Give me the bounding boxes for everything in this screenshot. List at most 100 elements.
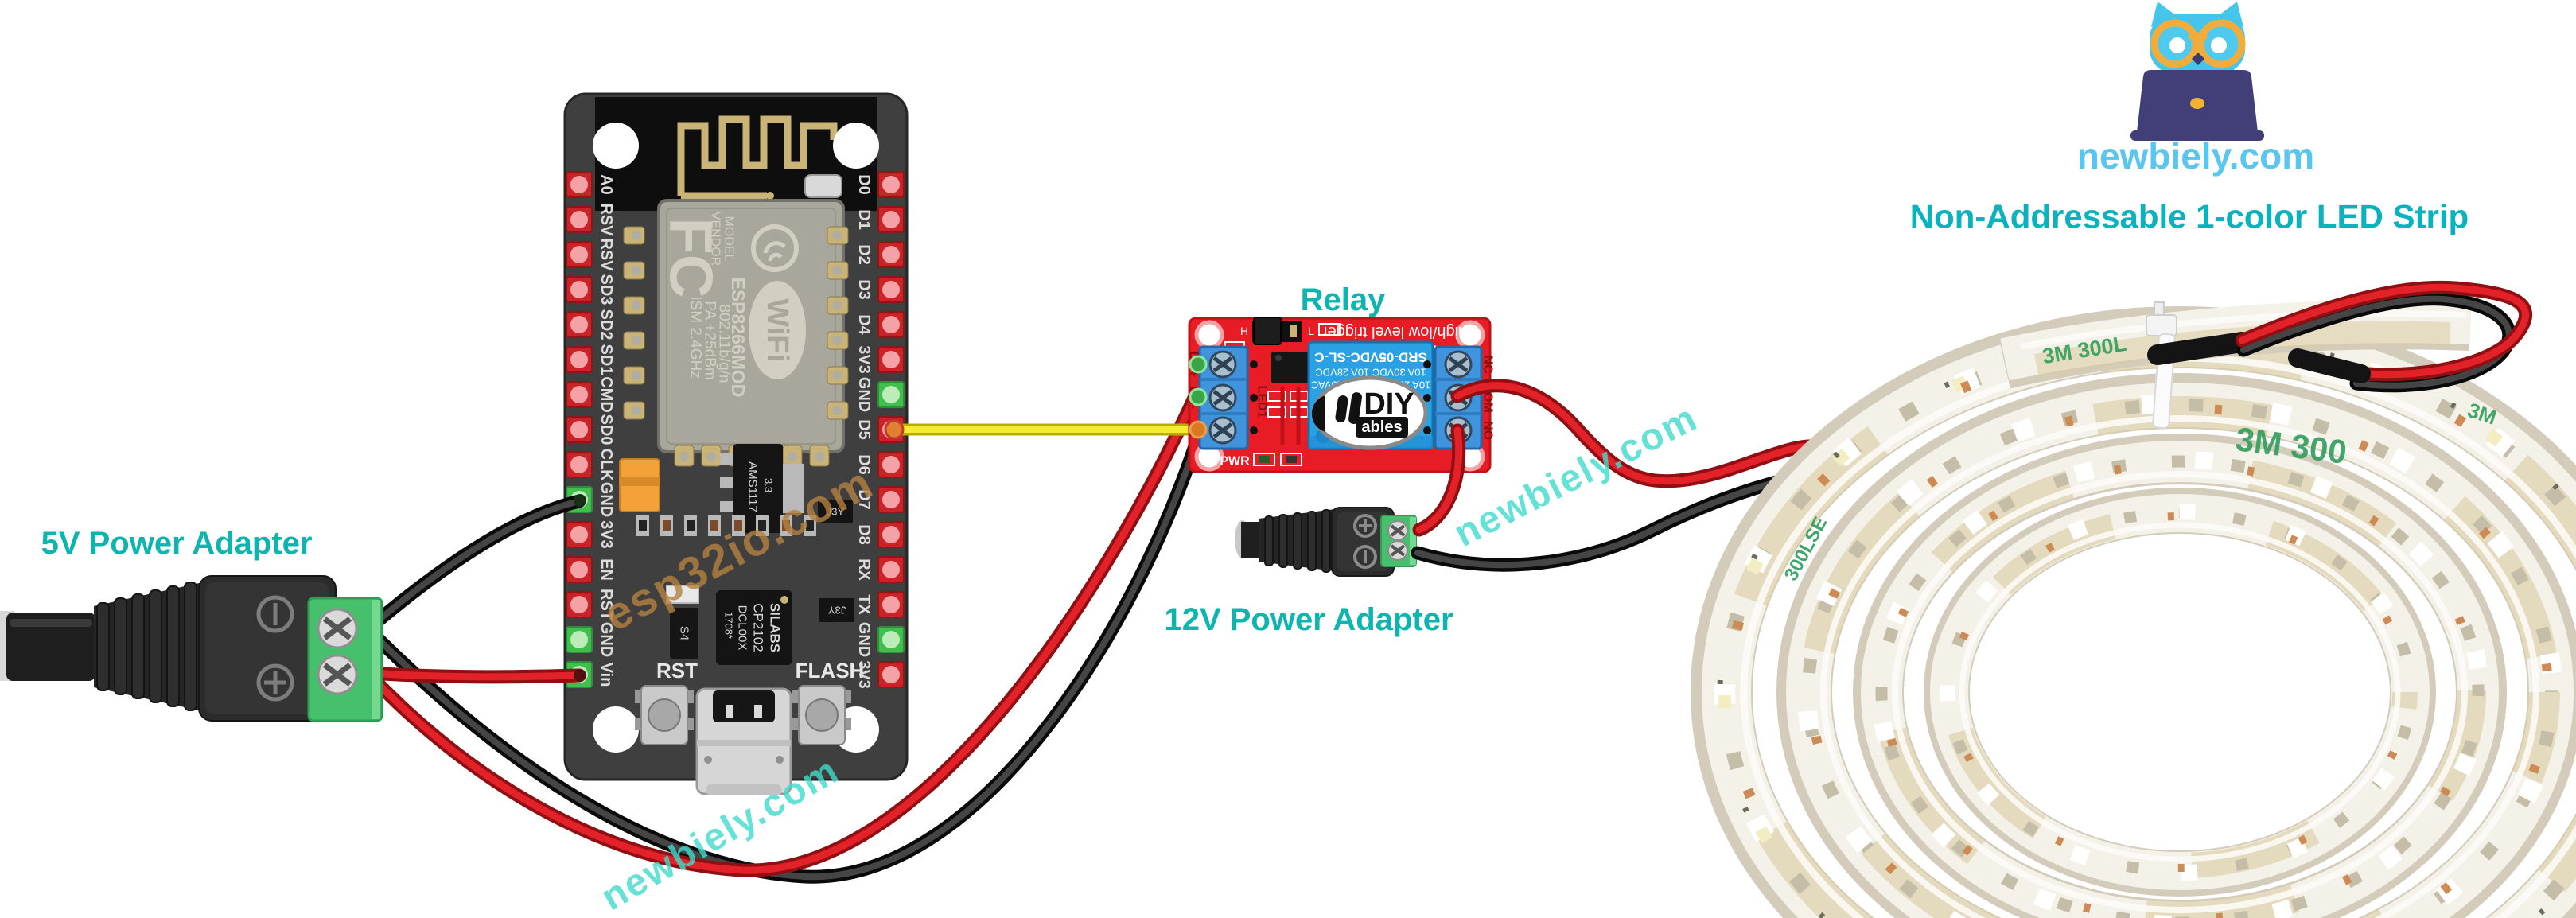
status-led — [1280, 453, 1302, 466]
terminal-screw[interactable] — [317, 608, 358, 649]
reset-button-label: RST — [656, 659, 698, 683]
diode-text: S4 — [678, 626, 691, 640]
shield-vendor-text: VENDOR — [709, 212, 722, 266]
adapter-12v-label: 12V Power Adapter — [1164, 602, 1453, 637]
spec-ism-text: ISM 2.4GHz — [687, 296, 704, 378]
minus-symbol-icon — [1353, 545, 1377, 569]
terminal-label-no: NO — [1481, 421, 1495, 440]
coil-ring-2 — [1776, 373, 2576, 918]
pin-label-en: EN — [597, 558, 615, 581]
brand-top-text: DIY — [1364, 387, 1414, 421]
regulator-voltage-text: 3.3 — [763, 478, 775, 492]
board-components: AMS1117 3.3 S4 SILABS CP2102 DCL00X 1708… — [619, 444, 854, 665]
laptop-logo-dot — [2190, 98, 2204, 109]
terminal-screw[interactable] — [1387, 520, 1408, 541]
jumper-high-label: H — [1240, 325, 1248, 337]
uart-brand-text: SILABS — [768, 603, 783, 652]
power-led — [1253, 453, 1275, 466]
jumper-low-label: L — [1308, 325, 1314, 337]
pin-label-gnd-left2: GND — [597, 622, 615, 657]
wifi-logo-text: WiFi — [761, 298, 794, 362]
nodemcu-board: FC MODEL VENDOR ESP8266MOD ISM 2.4GHz PA… — [563, 92, 909, 795]
relay-model-text: SRD-05VDC-SL-C — [1314, 350, 1427, 365]
owl-beak — [2192, 53, 2204, 65]
relay-module: 1 Relay Module high/low level trigger H … — [1187, 317, 1495, 473]
pin-label-3v3-right2: 3V3 — [855, 660, 873, 689]
transistor-1 — [818, 500, 853, 523]
led1-label: LED1 — [1255, 386, 1269, 418]
site-name[interactable]: newbiely.com — [2077, 135, 2314, 177]
terminal-screw[interactable] — [317, 654, 358, 695]
mounting-hole — [833, 123, 879, 169]
flash-button[interactable] — [792, 685, 851, 745]
glasses-bridge — [2187, 32, 2209, 41]
transistor-2-text: J3Y — [827, 605, 846, 617]
trigger-jumper[interactable] — [1252, 317, 1302, 345]
terminal-screw[interactable] — [1208, 383, 1237, 412]
crystal-component — [804, 174, 842, 198]
pin-label-sd3: SD3 — [597, 274, 615, 305]
relay-rating-dc-text: 10A 30VDC 10A 28VDC — [1315, 367, 1426, 379]
usb-uart-chip — [716, 590, 792, 665]
relay-input-terminal-block — [1198, 345, 1258, 450]
diode-component — [670, 608, 698, 659]
esp8266-shield: FC MODEL VENDOR ESP8266MOD ISM 2.4GHz PA… — [657, 199, 845, 453]
terminal-screw[interactable] — [1387, 540, 1408, 561]
strip-connector-loop — [2147, 280, 2533, 393]
terminal-screw[interactable] — [1208, 416, 1237, 445]
in-ferrule — [1189, 420, 1208, 439]
optocoupler-chip — [1271, 352, 1313, 383]
pin-label-d5: D5 — [855, 419, 873, 440]
site-logo[interactable]: newbiely.com — [2077, 2, 2314, 177]
right-pin-header: D0 D1 D2 D3 D4 3V3 GND D5 D6 D7 D8 RX TX… — [855, 171, 905, 689]
pin-label-3v3-right1: 3V3 — [855, 345, 873, 374]
pin-label-vin: Vin — [597, 663, 615, 687]
module-name-text: ESP8266MOD — [728, 278, 749, 398]
pin-label-d8: D8 — [855, 524, 873, 545]
power-adapter-5v — [0, 575, 383, 722]
micro-usb-port[interactable] — [695, 687, 792, 795]
minus-symbol-icon — [256, 595, 294, 633]
strain-relief-ribs — [1264, 509, 1331, 573]
coil-ring-3 — [1853, 434, 2507, 918]
mounting-hole — [593, 123, 639, 169]
reset-button[interactable] — [635, 685, 694, 745]
pin-label-clk: CLK — [597, 448, 615, 481]
laptop-base — [2130, 130, 2264, 141]
coil-ring-inner — [1924, 488, 2436, 897]
pin-label-sd0: SD0 — [597, 414, 615, 445]
terminal-screw[interactable] — [1444, 350, 1473, 379]
led-strip-coil: 3M 300L 3M 300 300LSE 3M — [1691, 280, 2576, 918]
transistor-1-text: J3Y — [827, 506, 845, 518]
relay-heading-line2: high/low level trigger — [1322, 323, 1468, 340]
uart-code-text: DCL00X — [736, 605, 749, 651]
mounting-hole — [593, 706, 639, 753]
voltage-regulator-chip — [733, 444, 783, 533]
plus-symbol-icon — [256, 663, 294, 702]
wire-black-adapter-to-gnd — [364, 494, 586, 634]
pwr-label: PWR — [1220, 455, 1250, 469]
flash-button-label: FLASH — [796, 659, 865, 683]
barrel-plug — [1241, 522, 1260, 558]
owl-eye-right — [2211, 37, 2227, 53]
transistor-2 — [819, 598, 854, 622]
pin-label-sd1: SD1 — [597, 344, 615, 375]
brand-bottom-text: ables — [1361, 418, 1402, 436]
barrel-plug — [6, 613, 95, 681]
owl-eye-left — [2169, 37, 2185, 53]
terminal-screw[interactable] — [1208, 350, 1237, 379]
wifi-logo-icon — [749, 281, 806, 379]
esp-swirl-logo-icon — [751, 224, 799, 272]
pin-label-rx: RX — [855, 558, 873, 581]
spec-std-text: 802.11b/g/n — [716, 305, 733, 383]
mounting-hole — [1194, 320, 1224, 350]
pin-label-rsv2: RSV — [597, 238, 615, 271]
pin-label-d0: D0 — [855, 174, 873, 195]
power-adapter-12v — [1235, 507, 1417, 577]
pin-label-d1: D1 — [855, 209, 873, 230]
pin-label-d7: D7 — [855, 489, 873, 510]
left-pin-header: A0 RSV RSV SD3 SD2 SD1 CMD SD0 CLK GND 3… — [566, 171, 615, 688]
d5-wire-ferrule — [884, 419, 905, 440]
